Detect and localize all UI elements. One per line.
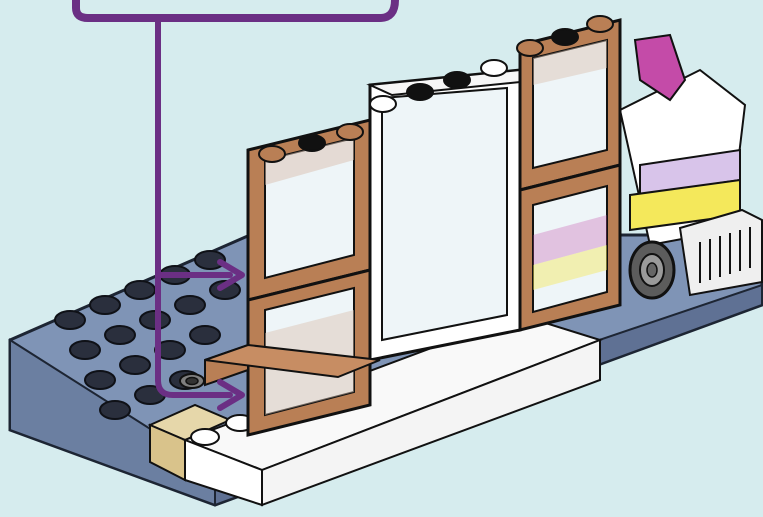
window-bottom-right [520, 165, 620, 330]
small-gray-stud [180, 374, 204, 388]
wheel-icon [630, 242, 674, 298]
window-top-right [517, 16, 620, 190]
